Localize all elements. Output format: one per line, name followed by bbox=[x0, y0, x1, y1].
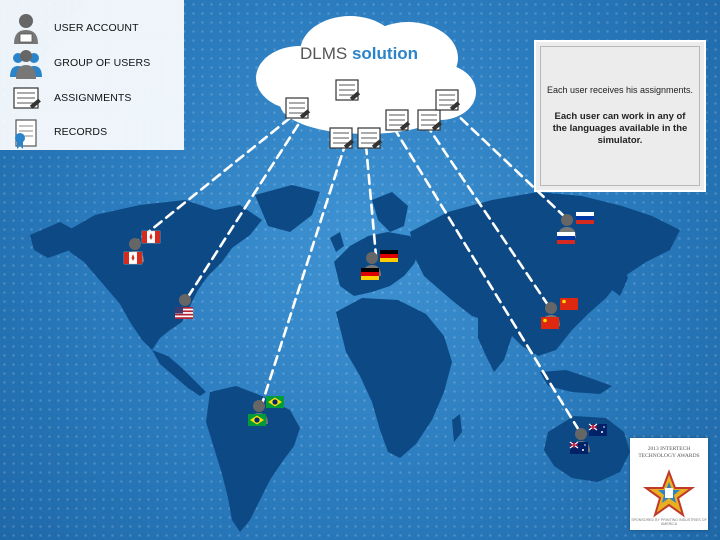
info-text-languages: Each user can work in any of the languag… bbox=[552, 111, 688, 146]
award-footer: SPONSORED BY PRINTING INDUSTRIES OF AMER… bbox=[631, 518, 707, 526]
legend-panel: USER ACCOUNT GROUP OF USERS ASSIGNMENTS bbox=[0, 0, 184, 150]
connection-line-china bbox=[424, 122, 552, 310]
germany-flag-round bbox=[380, 250, 398, 262]
connection-line-russia bbox=[448, 106, 568, 220]
japan-landmass bbox=[610, 258, 628, 296]
info-box-inner: Each user receives his assignments. Each… bbox=[540, 46, 700, 186]
award-text: 2013 INTERTECH TECHNOLOGY AWARDS bbox=[638, 446, 700, 459]
germany-flag bbox=[361, 268, 379, 280]
russia-flag-round bbox=[576, 212, 594, 224]
legend-item-assignments: ASSIGNMENTS bbox=[8, 82, 178, 116]
user-brazil bbox=[248, 396, 284, 426]
user-china bbox=[541, 298, 578, 329]
legend-label-group-of-users: GROUP OF USERS bbox=[54, 57, 151, 69]
cloud-title-brand: solution bbox=[351, 44, 419, 63]
assignments-icon bbox=[13, 87, 41, 109]
award-star-icon bbox=[642, 469, 696, 518]
cloud-title: DLMS solution bbox=[300, 44, 418, 64]
user-germany bbox=[361, 250, 398, 280]
southeast-asia-islands bbox=[540, 370, 612, 394]
canada-flag-round bbox=[141, 230, 161, 244]
africa-landmass bbox=[336, 298, 452, 458]
canada-flag bbox=[123, 251, 143, 265]
user-canada bbox=[123, 230, 161, 265]
scandinavia-landmass bbox=[372, 192, 408, 232]
legend-label-records: RECORDS bbox=[54, 126, 108, 138]
cloud-title-prefix: DLMS bbox=[300, 44, 348, 63]
madagascar-landmass bbox=[452, 414, 462, 442]
user-russia bbox=[557, 212, 594, 244]
alaska-landmass bbox=[30, 222, 78, 258]
central-america-landmass bbox=[152, 350, 206, 396]
info-text-assignments: Each user receives his assignments. bbox=[546, 85, 694, 95]
brazil-flag-round bbox=[266, 396, 284, 408]
greenland-landmass bbox=[255, 185, 320, 232]
legend-item-user-account: USER ACCOUNT bbox=[8, 12, 178, 46]
south-america-landmass bbox=[206, 386, 300, 532]
records-icon bbox=[15, 119, 37, 149]
user-usa bbox=[175, 294, 194, 319]
group-of-users-icon bbox=[10, 50, 42, 79]
europe-landmass bbox=[334, 232, 420, 296]
australia-flag bbox=[569, 441, 589, 455]
connection-line-germany bbox=[364, 143, 378, 258]
connection-line-usa bbox=[184, 123, 300, 302]
info-box: Each user receives his assignments. Each… bbox=[534, 40, 706, 192]
india-landmass bbox=[478, 318, 512, 372]
connection-line-australia bbox=[392, 126, 582, 434]
connection-line-brazil bbox=[260, 140, 348, 406]
usa-flag bbox=[175, 307, 193, 319]
legend-item-records: RECORDS bbox=[8, 116, 178, 150]
user-account-icon bbox=[14, 14, 38, 44]
legend-label-user-account: USER ACCOUNT bbox=[54, 22, 139, 34]
legend-item-group-of-users: GROUP OF USERS bbox=[8, 47, 178, 81]
russia-flag bbox=[557, 232, 575, 244]
australia-flag-round bbox=[588, 423, 608, 437]
north-america-landmass bbox=[60, 200, 262, 350]
uk-landmass bbox=[330, 232, 344, 252]
connection-line-canada bbox=[134, 116, 292, 244]
user-australia bbox=[569, 423, 608, 455]
award-badge: 2013 INTERTECH TECHNOLOGY AWARDS SPONSOR… bbox=[630, 438, 708, 530]
china-flag-round bbox=[560, 298, 578, 310]
legend-label-assignments: ASSIGNMENTS bbox=[54, 92, 132, 104]
brazil-flag bbox=[248, 414, 266, 426]
asia-landmass bbox=[410, 192, 680, 356]
china-flag bbox=[541, 317, 559, 329]
